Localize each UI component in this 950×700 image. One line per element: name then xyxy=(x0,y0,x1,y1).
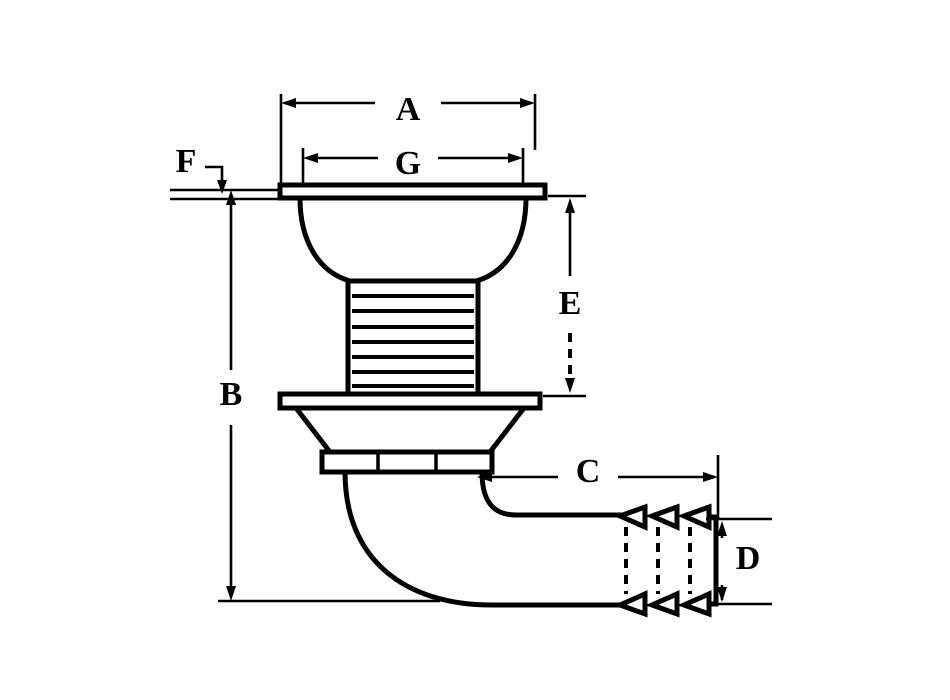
dimension-a-arrow-left xyxy=(281,98,296,108)
dimension-d-label: D xyxy=(736,540,761,577)
dimension-a: A xyxy=(279,91,537,190)
top-flange-rim xyxy=(277,182,548,201)
dimension-a-label: A xyxy=(396,91,421,128)
lower-flange-body xyxy=(277,391,543,411)
dimension-b-arrow-top xyxy=(226,190,236,205)
hose-barb xyxy=(613,503,719,618)
dimension-g-arrow-left xyxy=(303,153,318,163)
dimension-c: C xyxy=(477,453,720,520)
dimension-d: D xyxy=(706,517,772,606)
segmented-band xyxy=(319,449,495,475)
lower-taper-left xyxy=(294,406,332,454)
dimension-f: F xyxy=(170,143,285,201)
lower-flange-nut xyxy=(277,391,543,411)
elbow-outer-wall xyxy=(342,471,624,608)
barb-tooth-1-bottom xyxy=(613,590,648,618)
barb-tooth-2-top xyxy=(645,503,680,531)
dimension-b-label: B xyxy=(220,376,243,413)
lower-taper-right xyxy=(488,406,526,454)
dimension-e-arrow-bottom xyxy=(565,378,575,393)
dimension-g-arrow-right xyxy=(508,153,523,163)
top-flange-body xyxy=(277,182,548,201)
dimension-d-arrow-bottom xyxy=(717,587,727,602)
dimension-b-arrow-bottom xyxy=(226,586,236,601)
dimension-e-arrow-top xyxy=(565,198,575,213)
dimension-a-arrow-right xyxy=(520,98,535,108)
dimension-e-label: E xyxy=(559,285,582,322)
barb-end-face xyxy=(709,514,719,607)
dimension-g-label: G xyxy=(395,145,421,182)
segmented-band-body xyxy=(319,449,495,475)
barb-tooth-2-bottom xyxy=(645,590,680,618)
elbow-inner-wall xyxy=(479,471,624,518)
dimension-d-arrow-top xyxy=(717,521,727,536)
threaded-barrel xyxy=(345,278,481,397)
dimension-e: E xyxy=(543,194,586,398)
dimension-f-arrow xyxy=(217,180,227,194)
dimension-b: B xyxy=(218,190,440,603)
elbow-90 xyxy=(342,471,624,608)
dimension-c-label: C xyxy=(576,453,601,490)
barb-tooth-1-top xyxy=(613,503,648,531)
dimension-f-label: F xyxy=(176,143,197,180)
dimension-c-arrow-right xyxy=(703,472,718,482)
